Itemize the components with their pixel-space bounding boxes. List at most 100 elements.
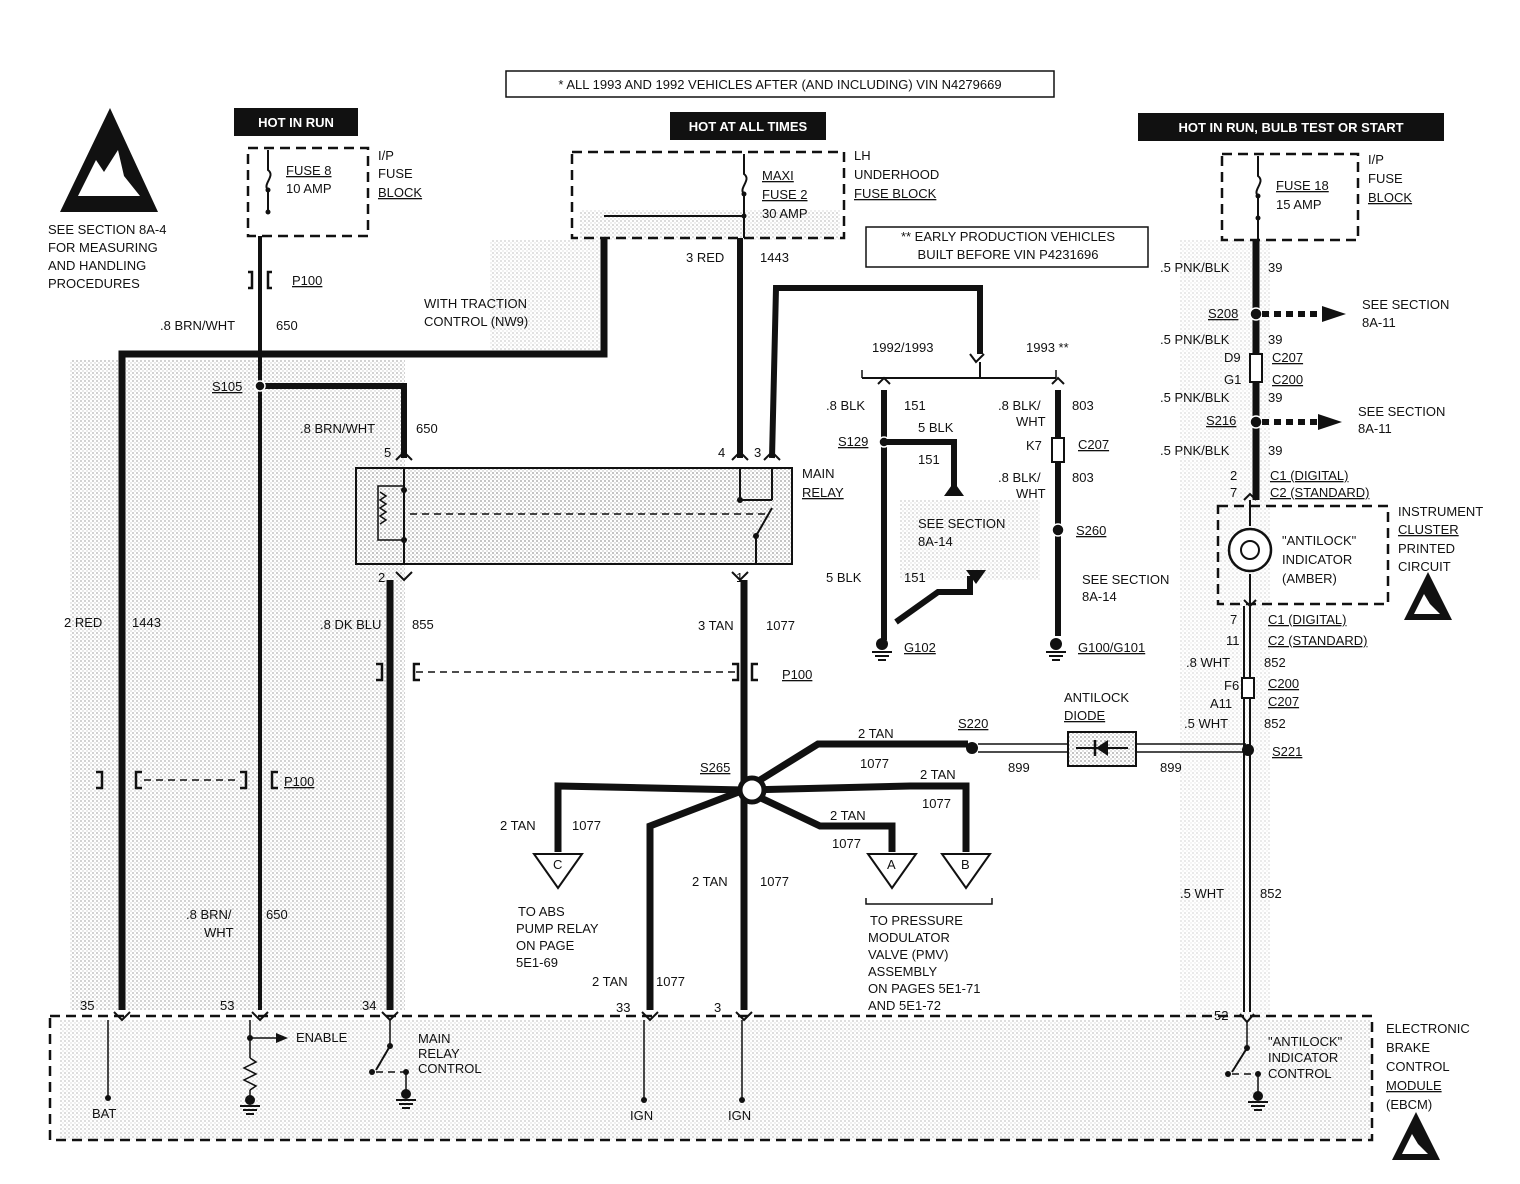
wire-label-blk-wht-1b: WHT <box>1016 414 1046 429</box>
wire-151-branch <box>884 439 957 494</box>
wire-label-tan-e: 2 TAN <box>692 874 728 889</box>
wire-label-brn-wht-2: .8 BRN/WHT <box>300 421 375 436</box>
wire-num-1077-f: 1077 <box>656 974 685 989</box>
fuse8-label: FUSE 8 <box>286 163 332 178</box>
wire-num-1077-b: 1077 <box>922 796 951 811</box>
wire-label-pnk-3: .5 PNK/BLK <box>1160 390 1230 405</box>
relay-coil-icon <box>377 468 407 564</box>
offpage-ab-text-2: MODULATOR <box>868 930 950 945</box>
wire-label-dk-blu: .8 DK BLU <box>320 617 381 632</box>
wire-1443-traction <box>118 238 608 1010</box>
splice-s216 <box>1249 415 1263 429</box>
offpage-a-letter: A <box>887 857 896 872</box>
main-relay-label-1: MAIN <box>802 466 835 481</box>
lh-underhood-2: UNDERHOOD <box>854 167 939 182</box>
offpage-connector-a <box>866 853 918 890</box>
ebcm-pin-33: 33 <box>616 1000 630 1015</box>
wire-label-tan-f: 2 TAN <box>592 974 628 989</box>
esd-note-4: PROCEDURES <box>48 276 140 291</box>
s208-label: S208 <box>1208 306 1238 321</box>
wire-num-1443-1: 1443 <box>760 250 789 265</box>
indicator-label-2: INDICATOR <box>1282 552 1352 567</box>
indicator-control-switch-icon <box>1225 1022 1268 1111</box>
ab-bracket <box>865 898 993 905</box>
wire-num-39-1: 39 <box>1268 260 1282 275</box>
relay-pin-5: 5 <box>384 445 391 460</box>
wire-label-pnk-1: .5 PNK/BLK <box>1160 260 1230 275</box>
connector-c207-k7 <box>1051 437 1065 463</box>
wire-num-852-1: 852 <box>1264 655 1286 670</box>
wire-label-brn-wht-1: .8 BRN/WHT <box>160 318 235 333</box>
wire-label-blk-8: .8 BLK <box>826 398 865 413</box>
ip-fuse-block-1: I/P <box>378 148 394 163</box>
relay-contact-icon <box>737 468 773 564</box>
year-label-92-93: 1992/1993 <box>872 340 933 355</box>
wire-label-brn-wht-3b: WHT <box>204 925 234 940</box>
wire-label-2-red: 2 RED <box>64 615 102 630</box>
see-8a11-b-1: SEE SECTION <box>1358 404 1445 419</box>
wire-num-650-3: 650 <box>266 907 288 922</box>
g102-label: G102 <box>904 640 936 655</box>
ground-g100-icon <box>1046 638 1066 661</box>
wire-label-blk-wht-2a: .8 BLK/ <box>998 470 1041 485</box>
ebcm-pin-53: 53 <box>220 998 234 1013</box>
see-8a14-a-2: 8A-14 <box>918 534 953 549</box>
wire-151-ground-feed <box>769 285 983 459</box>
s265-label: S265 <box>700 760 730 775</box>
arrow-8a11-b <box>1318 414 1342 430</box>
arrow-8a11-a <box>1322 306 1346 322</box>
splice-s265 <box>737 775 767 805</box>
esd-warning-icon <box>60 108 158 212</box>
splice-s220 <box>966 742 978 754</box>
a11-label: A11 <box>1210 696 1232 711</box>
c1-digital-b: C1 (DIGITAL) <box>1268 612 1347 627</box>
ebcm-pin-35: 35 <box>80 998 94 1013</box>
ebcm-label-1: ELECTRONIC <box>1386 1021 1470 1036</box>
wire-label-wht-8: .8 WHT <box>1186 655 1230 670</box>
see-8a14-a-1: SEE SECTION <box>918 516 1005 531</box>
wire-num-151-1: 151 <box>904 398 926 413</box>
offpage-c-text-4: 5E1-69 <box>516 955 558 970</box>
wire-num-899-1: 899 <box>1008 760 1030 775</box>
pin-7b-label: 7 <box>1230 612 1237 627</box>
relay-pin-1: 1 <box>736 570 743 585</box>
c207-label-c: C207 <box>1268 694 1299 709</box>
esd-note-3: AND HANDLING <box>48 258 146 273</box>
wire-num-803-1: 803 <box>1072 398 1094 413</box>
enable-label: ENABLE <box>296 1030 348 1045</box>
wire-label-wht-5a: .5 WHT <box>1184 716 1228 731</box>
offpage-ab-text-5: ON PAGES 5E1-71 <box>868 981 980 996</box>
wire-1077-to-c <box>554 782 745 852</box>
ebcm-label-4: MODULE <box>1386 1078 1442 1093</box>
splice-s208 <box>1249 307 1263 321</box>
esd-note-1: SEE SECTION 8A-4 <box>48 222 166 237</box>
wire-label-3-red: 3 RED <box>686 250 724 265</box>
wire-num-1077-c: 1077 <box>832 836 861 851</box>
ebcm-label-5: (EBCM) <box>1386 1097 1432 1112</box>
bat-terminal <box>105 1095 111 1101</box>
pin-2-label: 2 <box>1230 468 1237 483</box>
offpage-ab-text-4: ASSEMBLY <box>868 964 937 979</box>
wire-num-1077-1: 1077 <box>766 618 795 633</box>
arrow-ground-in <box>966 570 986 584</box>
wire-label-blk-wht-1a: .8 BLK/ <box>998 398 1041 413</box>
connector-p100-middle <box>376 662 758 682</box>
connector-c200-c207 <box>1241 677 1255 699</box>
ign-2-label: IGN <box>728 1108 751 1123</box>
main-relay-label-2: RELAY <box>802 485 844 500</box>
note-box-early <box>865 226 1149 268</box>
fuse8-amp: 10 AMP <box>286 181 332 196</box>
p100-label-b: P100 <box>782 667 812 682</box>
wire-num-855: 855 <box>412 617 434 632</box>
p100-label-a: P100 <box>292 273 322 288</box>
branch-junction <box>969 353 985 364</box>
wire-1077-to-s220 <box>742 740 968 793</box>
ip-fuse-block-2: FUSE <box>378 166 413 181</box>
wire-num-1077-a: 1077 <box>860 756 889 771</box>
c200-label-b: C200 <box>1268 676 1299 691</box>
note-box-vin <box>505 70 1055 98</box>
offpage-c-text-1: TO ABS <box>518 904 565 919</box>
fuse18-label: FUSE 18 <box>1276 178 1329 193</box>
note-early-2: BUILT BEFORE VIN P4231696 <box>918 247 1099 262</box>
pin-7a-label: 7 <box>1230 485 1237 500</box>
